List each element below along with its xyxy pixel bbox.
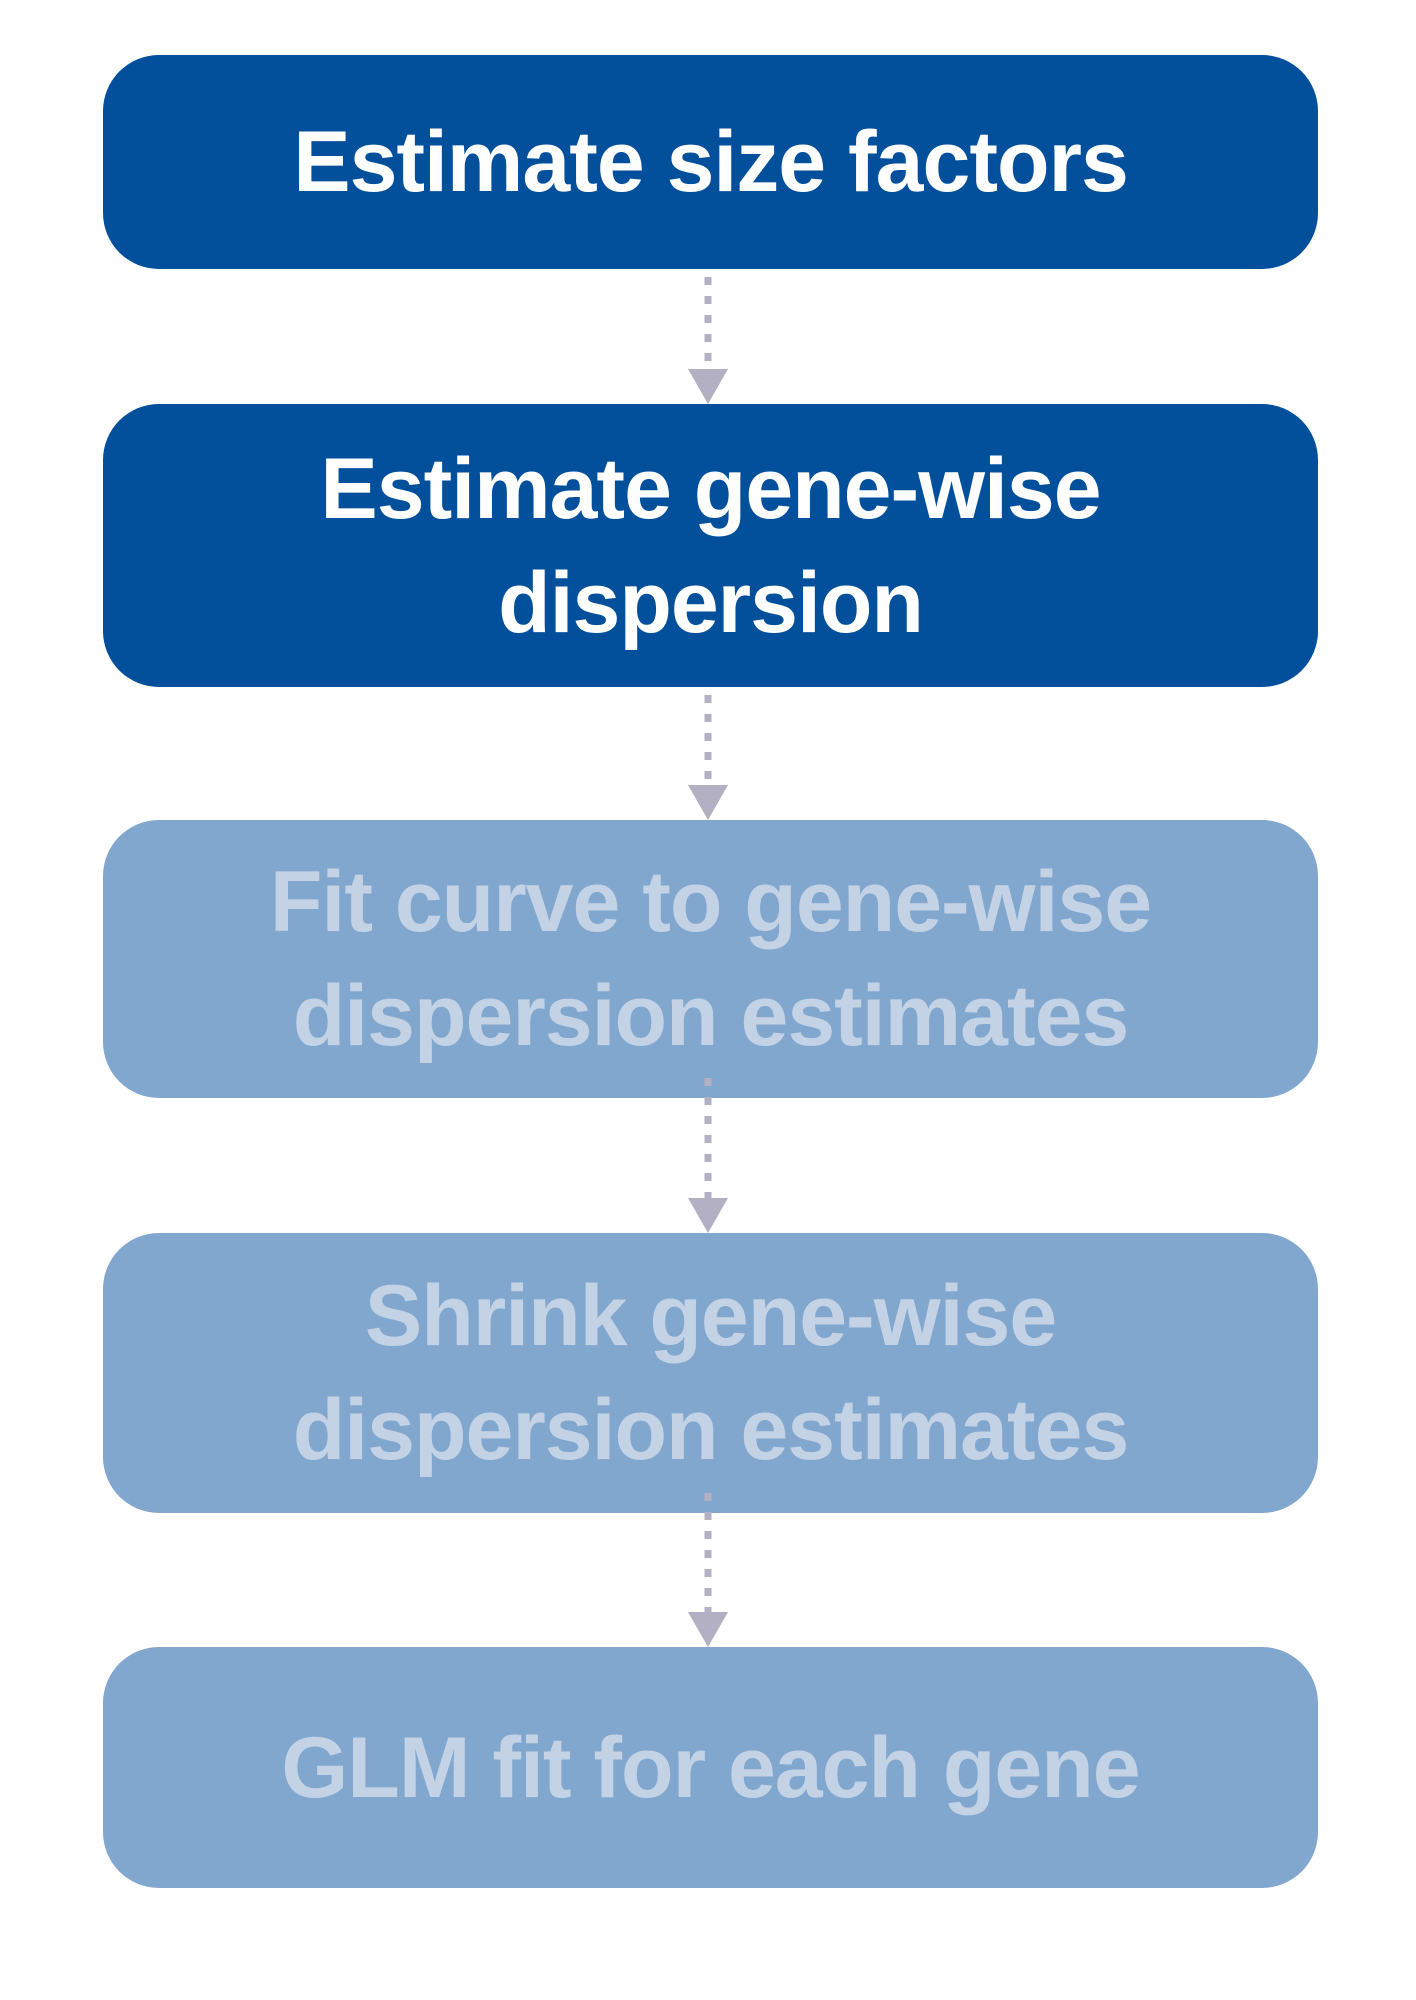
dotted-arrow-down-icon xyxy=(688,277,728,404)
dotted-arrow-down-icon xyxy=(688,1493,728,1647)
step-shrink-dispersion: Shrink gene-wise dispersion estimates xyxy=(103,1233,1318,1513)
step-estimate-gene-wise-dispersion: Estimate gene-wise dispersion xyxy=(103,404,1318,687)
connector-arrow xyxy=(684,1489,732,1647)
connector-arrow xyxy=(684,269,732,404)
dotted-arrow-down-icon xyxy=(688,1078,728,1233)
connector-arrow xyxy=(684,687,732,820)
step-label: GLM fit for each gene xyxy=(281,1719,1140,1816)
step-glm-fit: GLM fit for each gene xyxy=(103,1647,1318,1888)
step-label: Estimate gene-wise dispersion xyxy=(320,440,1101,651)
step-label: Shrink gene-wise dispersion estimates xyxy=(292,1268,1130,1478)
step-fit-curve: Fit curve to gene-wise dispersion estima… xyxy=(103,820,1318,1098)
dotted-arrow-down-icon xyxy=(688,695,728,820)
step-label: Fit curve to gene-wise dispersion estima… xyxy=(269,854,1152,1064)
step-label: Estimate size factors xyxy=(293,114,1129,210)
connector-arrow xyxy=(684,1074,732,1233)
step-estimate-size-factors: Estimate size factors xyxy=(103,55,1318,269)
